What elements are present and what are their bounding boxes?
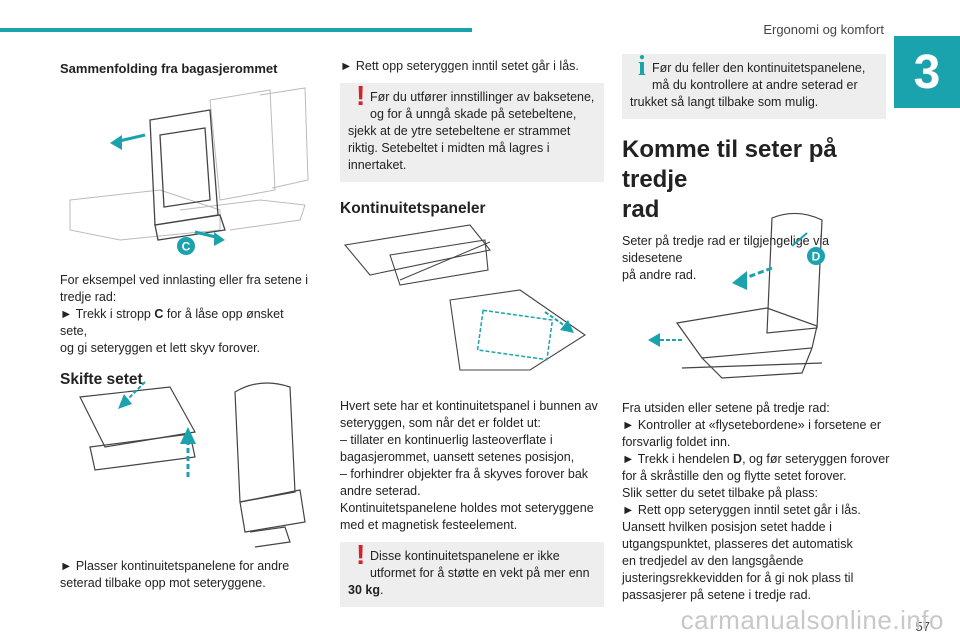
lever-d-ref: D [733, 452, 743, 466]
col2-text-block: Hvert sete har et kontinuitetspanel i bu… [340, 398, 604, 607]
note-text: trukket så langt tilbake som mulig. [630, 95, 819, 109]
para-text: Slik setter du setet tilbake på plass: [622, 486, 818, 500]
para-text: forsvarlig foldet inn. [622, 435, 731, 449]
label-d-marker [807, 247, 825, 265]
seat-fold-from-trunk-illustration: C [69, 87, 309, 255]
note-text: riktig. Setebeltet i midten må lagres i [348, 141, 550, 155]
para-text: for å skråstille den og flytte setet for… [622, 469, 847, 483]
para-text: andre seterad. [340, 484, 421, 498]
label-c-marker [177, 237, 195, 255]
top-accent-bar [0, 28, 472, 32]
note-text: utformet for å støtte en vekt på mer enn [370, 566, 590, 580]
note-text: og for å unngå skade på setebeltene, [370, 107, 577, 121]
para-text: ► Kontroller at «flysetebordene» i forse… [622, 418, 882, 432]
para-text: passasjerer på setene i tredje rad. [622, 588, 811, 602]
para-text: – forhindrer objekter fra å skyves forov… [340, 467, 589, 481]
para-text: på andre rad. [622, 268, 697, 282]
heading-line: rad [622, 196, 660, 223]
para-text: seterad tilbake opp mot seteryggene. [60, 576, 266, 590]
para-text: ► Rett opp seteryggen inntil setet går i… [340, 59, 579, 73]
para-text: justeringsrekkevidden for å gi nok plass… [622, 571, 854, 585]
info-icon: i [638, 51, 646, 82]
heading-line: Komme til seter på tredje [622, 136, 837, 193]
heading-third-row-access: Komme til seter på tredje rad [622, 135, 886, 225]
para-text: ► Plasser kontinuitetspanelene for andre [60, 559, 290, 573]
para-text: bagasjerommet, uansett setenes posisjon, [340, 450, 575, 464]
note-text: innertaket. [348, 158, 407, 172]
strap-c-ref: C [154, 307, 164, 321]
warning-note-weight: ! Disse kontinuitetspanelene er ikke utf… [340, 539, 604, 607]
chapter-tab: 3 [894, 36, 960, 108]
seat-replace-illustration [79, 381, 306, 548]
note-text: sjekk at de ytre setebeltene er strammet [348, 124, 571, 138]
para-text: Seter på tredje rad er tilgjengelige via… [622, 234, 830, 265]
para-text: tredje rad: [60, 290, 117, 304]
para-text: Uansett hvilken posisjon setet hadde i [622, 520, 832, 534]
para-text: Kontinuitetspanelene holdes mot seterygg… [340, 501, 594, 515]
para-text: Fra utsiden eller setene på tredje rad: [622, 401, 830, 415]
para-text: seteryggen, som når det er foldet ut: [340, 416, 541, 430]
para-text: For eksempel ved innlasting eller fra se… [60, 273, 309, 287]
warning-icon: ! [356, 539, 366, 570]
page-number: 57 [915, 619, 930, 634]
para-text: og gi seteryggen et lett skyv forover. [60, 341, 261, 355]
para-text: med et magnetisk festeelement. [340, 518, 518, 532]
warning-icon: ! [356, 80, 366, 111]
para-text: en tredjedel av den langsgående [622, 554, 804, 568]
col3-text-block: Fra utsiden eller setene på tredje rad: … [622, 400, 892, 604]
label-d-text: D [812, 250, 821, 264]
para-text: Hvert sete har et kontinuitetspanel i bu… [340, 399, 598, 413]
para-text: for å låse opp ønsket sete, [60, 307, 284, 338]
section-title: Ergonomi og komfort [763, 22, 884, 37]
note-text: Før du feller den kontinuitetspanelene, [652, 61, 866, 75]
column-3: i Før du feller den kontinuitetspanelene… [622, 51, 886, 284]
heading-folding-trunk: Sammenfolding fra bagasjerommet [60, 61, 278, 76]
continuity-panels-illustration [343, 224, 586, 371]
note-text: 30 kg. [348, 582, 596, 599]
para-text: , og før seteryggen forover [742, 452, 890, 466]
watermark: carmanualsonline.info [680, 605, 944, 635]
heading-replace-seat: Skifte setet [60, 371, 143, 388]
column-1: Sammenfolding fra bagasjerommet [60, 60, 310, 77]
note-text: Før du utfører innstillinger av bakseten… [370, 90, 595, 104]
note-text: . [379, 583, 384, 597]
col1-bottom-block: ► Plasser kontinuitetspanelene for andre… [60, 558, 310, 592]
para-text: ► Trekk i hendelen D, og før seteryggen … [622, 451, 892, 468]
warning-note-belts: ! Før du utfører innstillinger av bakset… [340, 80, 604, 182]
para-text: utgangspunktet, plasseres det automatisk [622, 537, 853, 551]
info-note: i Før du feller den kontinuitetspanelene… [622, 51, 886, 119]
para-text: ► Trekk i stropp C for å låse opp ønsket… [60, 306, 310, 340]
note-text: må du kontrollere at andre seterad er [652, 78, 858, 92]
heading-continuity-panels: Kontinuitetspaneler [340, 200, 486, 217]
note-text: Disse kontinuitetspanelene er ikke [370, 549, 560, 563]
third-row-access-illustration: D [648, 212, 825, 379]
col1-text-block: For eksempel ved innlasting eller fra se… [60, 272, 310, 388]
para-text: – tillater en kontinuerlig lasteoverflat… [340, 433, 553, 447]
label-c-text: C [182, 240, 191, 254]
weight-limit: 30 kg [348, 583, 380, 597]
para-text: ► Rett opp seteryggen inntil setet går i… [622, 503, 861, 517]
column-2: ► Rett opp seteryggen inntil setet går i… [340, 58, 604, 217]
para-text: ► Trekk i stropp [60, 307, 155, 321]
para-text: ► Trekk i hendelen [622, 452, 734, 466]
